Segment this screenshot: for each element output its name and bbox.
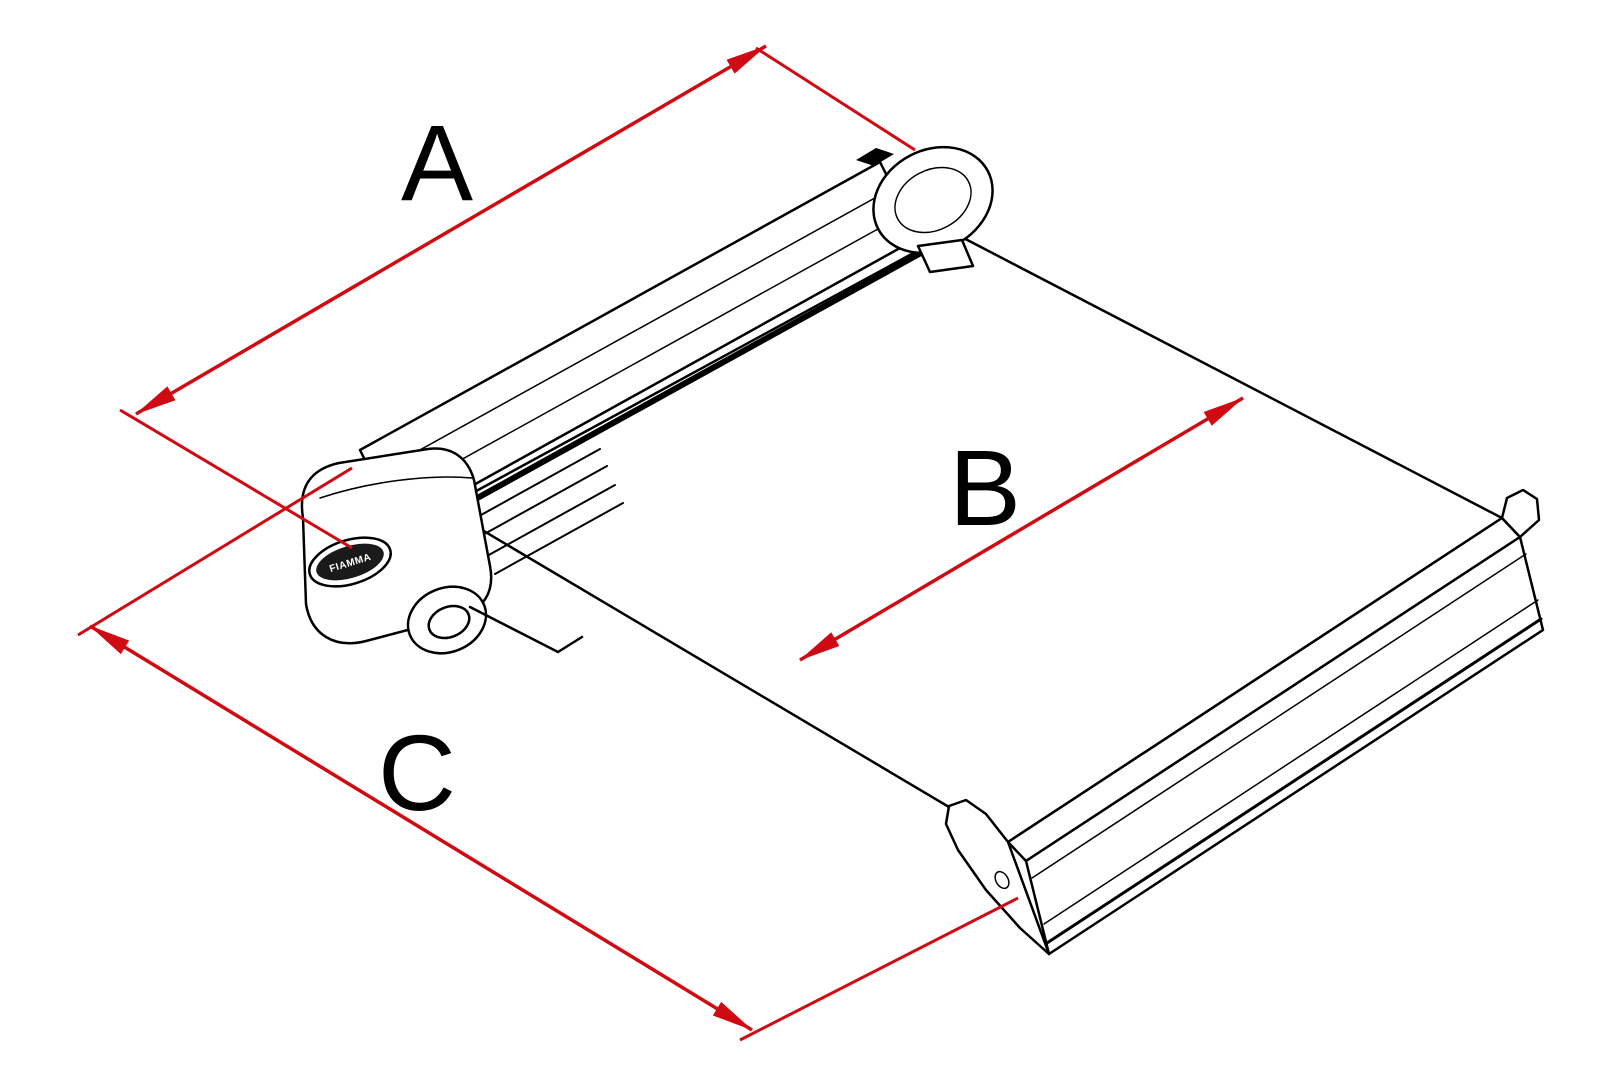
dimension-c: C <box>77 466 1019 1042</box>
roller-hatching <box>471 448 624 575</box>
hatch-line <box>486 484 616 557</box>
hatch-line <box>494 502 624 575</box>
dimension-label-c: C <box>378 712 456 833</box>
front-bar-cap-slot <box>994 870 1010 890</box>
motor-seam <box>319 476 473 499</box>
front-bar-groove-upper <box>1031 553 1527 879</box>
dimension-c-extension-left <box>77 466 353 637</box>
dimension-a-line <box>135 44 767 416</box>
fiamma-badge-inner <box>316 543 384 581</box>
front-bar-groove-lower <box>1043 599 1539 925</box>
front-bar-right-tab <box>1500 488 1541 539</box>
front-bar-fascia <box>1024 535 1545 956</box>
dimension-b-line <box>799 396 1244 662</box>
cassette-end-cap-inner <box>894 166 972 234</box>
front-bar-bottom-edge <box>1045 617 1543 945</box>
dimension-a: A <box>119 44 916 550</box>
hatch-line <box>471 448 601 521</box>
awning-drawing: FIAMMA <box>300 145 1545 956</box>
dimension-a-extension-left <box>119 408 353 550</box>
dimension-a-extension-right <box>755 46 916 152</box>
dimension-label-b: B <box>949 427 1021 548</box>
dimension-label-a: A <box>401 102 473 223</box>
cassette-mount-bracket <box>856 148 894 166</box>
front-bar-left-cap <box>944 798 1051 956</box>
dimension-annotations: A B C <box>77 44 1244 1042</box>
cassette-end-tab <box>916 238 975 274</box>
support-arm-end <box>556 635 584 654</box>
dimension-c-extension-right <box>739 896 1019 1042</box>
dimension-b: B <box>799 396 1244 662</box>
dimension-c-line <box>89 624 753 1032</box>
hatch-line <box>478 465 608 538</box>
